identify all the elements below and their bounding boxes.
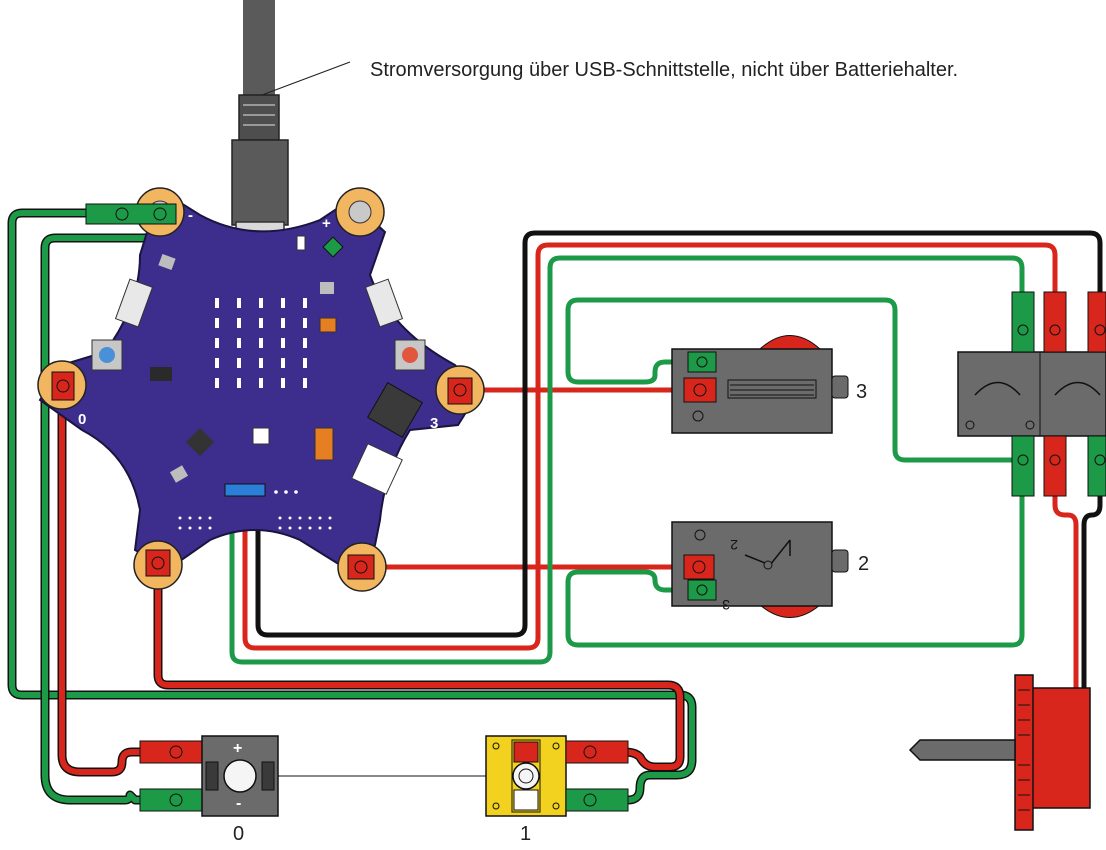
chip-black-small — [150, 367, 172, 381]
plug-red-switch-bottom — [683, 554, 715, 580]
plugs-board — [51, 203, 473, 580]
switch-top: 3 — [671, 335, 867, 434]
lamp-plus: + — [233, 740, 242, 757]
plug-green-cluster-bottom — [1011, 435, 1035, 497]
wire-red-loop — [242, 242, 1058, 651]
plug-red-switch-top — [683, 377, 717, 403]
plug-green-minus — [85, 203, 177, 225]
plug-red-cluster-top-2 — [1087, 291, 1106, 353]
plug-red-pin1 — [145, 549, 171, 577]
plug-green-switch-bottom — [687, 579, 717, 601]
grove-connector-right — [364, 278, 404, 328]
chip-white — [351, 443, 403, 495]
phototransistor-block-1: 1 — [485, 735, 629, 845]
chip-usb-led — [296, 235, 306, 251]
button-b — [394, 339, 426, 371]
plug-red-cluster-top — [1043, 291, 1067, 353]
wire-black-motor — [1081, 487, 1103, 693]
chip-green — [322, 236, 344, 258]
led-matrix — [215, 298, 307, 388]
plug-red-pin2 — [347, 554, 375, 580]
chip-grey-2 — [320, 282, 334, 294]
motor-shaft — [908, 739, 1016, 761]
plug-green-cluster-bottom-2 — [1087, 435, 1106, 497]
light-barrier-left-label: 0 — [233, 823, 244, 845]
plug-red-pin3 — [447, 377, 473, 405]
chip-large — [366, 381, 424, 439]
board-pin-label-1: 1 — [188, 555, 196, 572]
plug-green-lamp — [139, 788, 203, 812]
calliope-board: - + 0 3 1 2 — [37, 187, 485, 592]
grove-connector-left — [114, 278, 154, 328]
light-barrier-right-label: 1 — [520, 823, 531, 845]
plug-green-cluster-top — [1011, 291, 1035, 353]
switch-bottom-contact-2: 2 — [730, 537, 738, 553]
switch-bottom: 2 3 2 — [671, 521, 869, 618]
wire-green-outer-fill — [9, 210, 695, 803]
usb-annotation: Stromversorgung über USB-Schnittstelle, … — [370, 59, 958, 81]
board-pin-label-3: 3 — [430, 415, 438, 432]
lamp-minus: - — [236, 795, 241, 812]
chip-white-small — [252, 427, 270, 445]
chip-orange-small — [319, 317, 337, 333]
annotation-leader — [261, 61, 351, 96]
switch-top-label: 3 — [856, 381, 867, 403]
wire-red-pin1-fill — [155, 562, 683, 770]
pad-plus — [335, 187, 385, 237]
plug-red-cluster-bottom — [1043, 435, 1067, 497]
wire-green-switch-top — [565, 297, 1023, 463]
plug-red-pin0 — [51, 371, 75, 401]
chip-grey-3 — [169, 465, 189, 483]
plug-red-lamp — [139, 740, 203, 764]
header-dots — [178, 490, 332, 530]
chip-grey-1 — [158, 253, 176, 271]
wire-green-switch-bottom — [565, 477, 1025, 648]
lamp-block-0: + - 0 — [139, 735, 279, 845]
plug-green-photo — [565, 788, 629, 812]
wire-green-loop — [229, 255, 1025, 665]
wire-black-loop — [255, 230, 1103, 638]
chip-orange — [314, 427, 334, 461]
board-plus-label: + — [322, 215, 331, 232]
polarity-switch-cluster — [957, 291, 1106, 497]
board-pin-label-0: 0 — [78, 411, 86, 428]
button-a — [91, 339, 123, 371]
header-connector — [224, 483, 266, 497]
plug-red-photo — [565, 740, 629, 764]
board-pin-label-2: 2 — [320, 555, 328, 572]
switch-bottom-label: 2 — [858, 553, 869, 575]
plug-green-switch-top — [687, 351, 717, 373]
wire-red-motor — [1052, 487, 1079, 693]
board-minus-label: - — [188, 207, 193, 224]
wire-red-pin0-fill — [59, 382, 148, 775]
motor — [908, 674, 1091, 831]
switch-bottom-contact-3: 3 — [722, 597, 730, 613]
